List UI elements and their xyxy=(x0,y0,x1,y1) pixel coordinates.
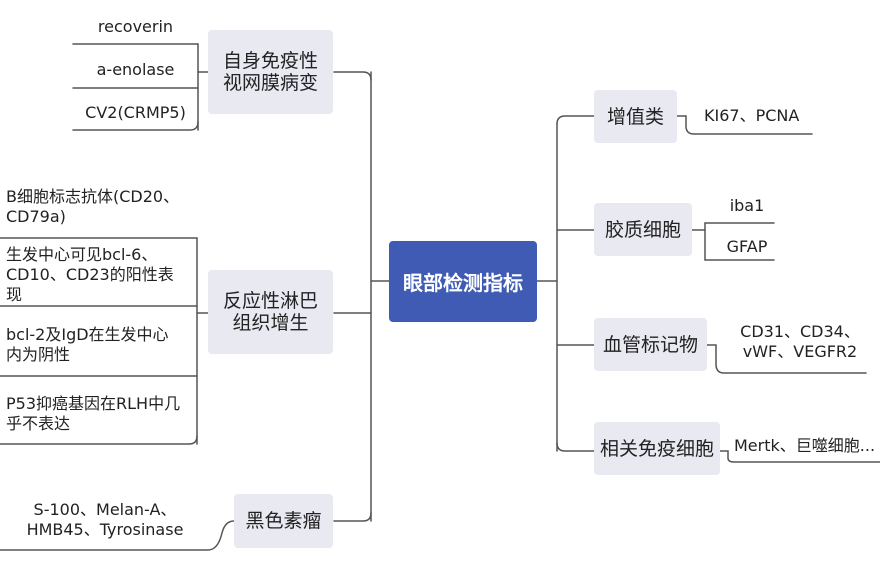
leaf-recoverin: recoverin xyxy=(97,17,174,36)
branch-vascular-markers: 血管标记物 xyxy=(594,318,707,371)
branch-autoimmune-retinopathy: 自身免疫性视网膜病变 xyxy=(208,30,333,114)
leaf-ki67-pcna: KI67、PCNA xyxy=(704,106,800,125)
leaf-vascular-markers: CD31、CD34、vWF、VEGFR2 xyxy=(740,322,860,361)
leaf-immune-cells: Mertk、巨噬细胞... xyxy=(734,436,876,455)
branch-melanoma: 黑色素瘤 xyxy=(234,494,333,548)
branch-label: 增值类 xyxy=(606,105,664,128)
branch-label: 自身免疫性视网膜病变 xyxy=(222,50,318,94)
branch-label: 反应性淋巴组织增生 xyxy=(222,290,318,334)
leaf-p53-expression: P53抑癌基因在RLH中几乎不表达 xyxy=(6,394,181,433)
branch-label: 相关免疫细胞 xyxy=(599,437,714,460)
leaf-melanoma-markers: S-100、Melan-A、HMB45、Tyrosinase xyxy=(26,500,184,539)
root-label: 眼部检测指标 xyxy=(403,271,523,295)
branch-immune-cells: 相关免疫细胞 xyxy=(594,422,720,475)
branch-label: 胶质细胞 xyxy=(604,218,681,241)
leaf-germinal-center-positive: 生发中心可见bcl-6、CD10、CD23的阳性表现 xyxy=(6,245,174,304)
leaf-a-enolase: a-enolase xyxy=(96,60,175,79)
branch-label: 黑色素瘤 xyxy=(245,510,322,532)
leaf-cv2-crmp5: CV2(CRMP5) xyxy=(85,103,186,122)
leaf-gfap: GFAP xyxy=(726,237,768,256)
branch-glial-cells: 胶质细胞 xyxy=(594,203,692,256)
branch-label: 血管标记物 xyxy=(602,333,698,356)
branch-reactive-lymphoid-hyperplasia: 反应性淋巴组织增生 xyxy=(208,270,333,354)
leaf-b-cell-markers: B细胞标志抗体(CD20、CD79a) xyxy=(6,187,180,226)
root-node: 眼部检测指标 xyxy=(389,241,537,322)
branch-proliferation: 增值类 xyxy=(594,90,677,143)
leaf-iba1: iba1 xyxy=(729,196,765,215)
leaf-bcl2-igd-negative: bcl-2及IgD在生发中心内为阴性 xyxy=(6,325,169,364)
